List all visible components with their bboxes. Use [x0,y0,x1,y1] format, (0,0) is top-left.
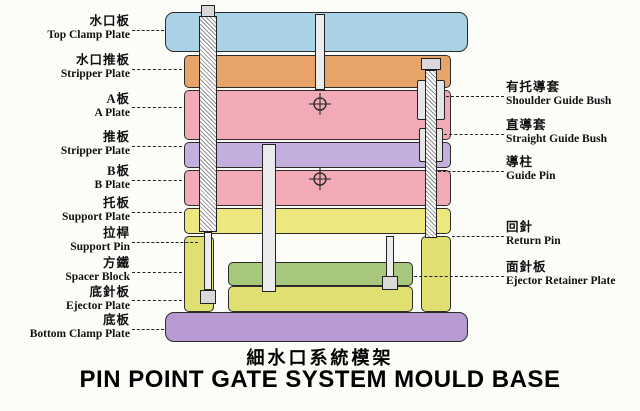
label-support-pin: 拉桿 Support Pin [0,226,130,254]
label-bottom-clamp-plate: 底板 Bottom Clamp Plate [0,313,130,341]
label-en: Ejector Plate [66,300,130,312]
diagram-title-english: PIN POINT GATE SYSTEM MOULD BASE [79,366,561,393]
label-en: Shoulder Guide Bush [506,95,612,107]
label-cn: 水口推板 [75,53,130,67]
crosshair-icon [309,93,331,115]
diagram-title-chinese: 細水口系統模架 [246,348,394,368]
label-top-clamp-plate: 水口板 Top Clamp Plate [0,14,130,42]
label-cn: 推板 [102,130,130,144]
label-en: Stripper Plate [60,68,130,80]
guide-pin-head [421,58,441,70]
label-return-pin: 回針 Return Pin [506,220,640,248]
leader-line [132,212,182,213]
label-cn: 底板 [102,313,130,327]
label-en: Guide Pin [506,170,556,182]
leader-line [438,171,504,172]
guide-pin [425,70,437,238]
stripper-plate [184,142,451,168]
label-en: Support Pin [70,241,130,253]
b-plate [184,170,451,206]
label-en: Stripper Plate [60,145,130,157]
label-straight-guide-bush: 直導套 Straight Guide Bush [506,118,640,146]
leader-line [132,242,198,243]
leader-line [414,276,504,277]
label-ejector-plate: 底針板 Ejector Plate [0,285,130,313]
support-pin-shaft [204,232,212,290]
label-en: Ejector Retainer Plate [506,275,616,287]
label-cn: A板 [106,92,130,106]
return-pin-bolt [382,276,398,290]
return-pin [386,236,394,278]
crosshair-icon [309,168,331,190]
label-en: Straight Guide Bush [506,133,607,145]
ejector-plate [228,286,413,312]
leader-line [132,300,182,301]
label-en: B Plate [94,179,130,191]
spacer-block-right [421,236,451,312]
label-en: Support Plate [61,211,130,223]
support-pin [199,16,217,232]
label-en: Top Clamp Plate [47,29,130,41]
label-stripper-plate: 推板 Stripper Plate [0,130,130,158]
leader-line [132,272,182,273]
leader-line [446,96,504,97]
leader-line [132,107,182,108]
label-cn: 導柱 [506,155,534,169]
label-cn: 托板 [102,196,130,210]
label-a-plate: A板 A Plate [0,92,130,120]
label-cn: 回針 [506,220,534,234]
label-cn: 面針板 [506,260,547,274]
label-en: A Plate [94,107,130,119]
leader-line [132,69,182,70]
label-ejector-retainer-plate: 面針板 Ejector Retainer Plate [506,260,640,288]
label-support-plate: 托板 Support Plate [0,196,130,224]
leader-line [132,146,182,147]
label-shoulder-guide-bush: 有托導套 Shoulder Guide Bush [506,80,640,108]
label-cn: 水口板 [89,14,130,28]
label-guide-pin: 導柱 Guide Pin [506,155,640,183]
bottom-clamp-plate [165,312,468,342]
label-cn: B板 [107,164,130,178]
leader-line [452,236,504,237]
label-cn: 有托導套 [506,80,561,94]
label-cn: 方鐵 [102,256,130,270]
leader-line [132,30,164,31]
label-spacer-block: 方鐵 Spacer Block [0,256,130,284]
label-cn: 直導套 [506,118,547,132]
label-en: Spacer Block [65,271,130,283]
leader-line [444,134,504,135]
label-b-plate: B板 B Plate [0,164,130,192]
label-en: Bottom Clamp Plate [29,328,130,340]
support-plate [184,208,451,234]
support-pin-bottom-bolt [200,290,216,304]
leader-line [132,180,182,181]
leader-line [132,329,164,330]
center-guide-rod [262,144,276,292]
label-stripper-plate-top: 水口推板 Stripper Plate [0,53,130,81]
label-cn: 底針板 [89,285,130,299]
label-cn: 拉桿 [102,226,130,240]
sprue-puller-pin [315,14,325,90]
label-en: Return Pin [506,235,561,247]
